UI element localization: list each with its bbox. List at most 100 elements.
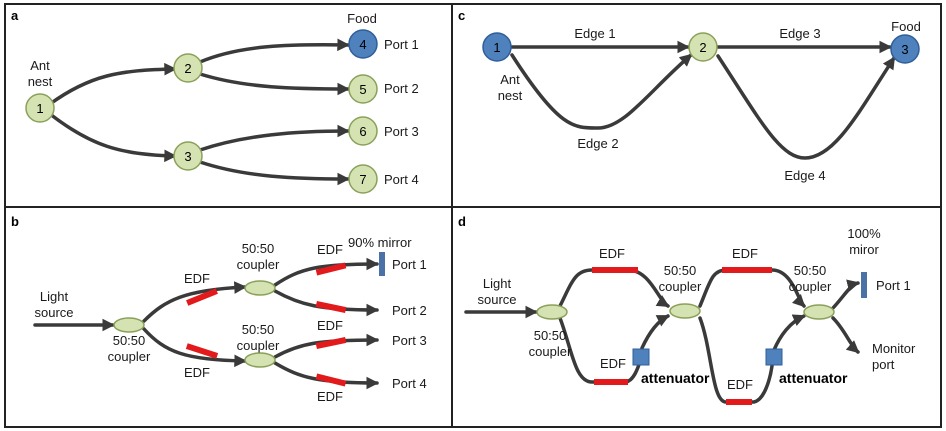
panel-label-a: a [11,8,19,23]
d-edf-lower-1-label: EDF [600,356,626,371]
b-edf-port3 [315,336,347,350]
d-edf-lower-2 [726,399,752,405]
node-5-label: 5 [359,82,366,97]
b-coupler-upper-line2: coupler [237,257,280,272]
b-coupler-lower-line1: 50:50 [242,322,275,337]
b-mirror [379,252,385,276]
port-1-label: Port 1 [384,37,419,52]
node-7-label: 7 [359,172,366,187]
b-upper-arm [142,281,247,323]
figure-frame [4,3,942,428]
edge-4-line [716,54,896,160]
b-port-1-label: Port 1 [392,257,427,272]
b-port2-arm [273,289,379,317]
panel-c-text: c 1 2 3 Food Ant nest Edge 1 Edge 2 Edge… [458,8,921,183]
b-edf-port2 [315,300,347,314]
edge-2-5 [198,72,350,96]
d-coupler-2-line1: 50:50 [664,263,697,278]
b-edf-upper [186,288,218,306]
b-edf-port23-label: EDF [317,318,343,333]
b-port-2-label: Port 2 [392,303,427,318]
c-node-2-label: 2 [699,40,706,55]
b-port4-arm [273,361,379,390]
c-ant-nest-line2: nest [498,88,523,103]
d-lower-path-1 [558,316,644,384]
d-light-source-line2: source [477,292,516,307]
node-3-label: 3 [184,149,191,164]
d-coupler-3-line1: 50:50 [794,263,827,278]
d-edf-upper-1 [592,267,638,273]
panel-a-nodes [25,29,378,194]
b-port3-arm [273,333,379,359]
edge-2-label: Edge 2 [577,136,618,151]
d-coupler-2 [669,303,701,319]
panel-c-nodes [482,32,920,64]
d-port-1-label: Port 1 [876,278,911,293]
b-port-3-label: Port 3 [392,333,427,348]
b-coupler-main-line1: 50:50 [113,333,146,348]
panel-a [48,38,350,186]
node-6-label: 6 [359,124,366,139]
d-coupler-1-line1: 50:50 [534,328,567,343]
d-coupler-3-line2: coupler [789,279,832,294]
d-attenuator-2 [765,348,783,366]
d-lower-path-2 [698,316,774,404]
b-port-4-label: Port 4 [392,376,427,391]
b-edf-lower [185,343,219,359]
port-3-label: Port 3 [384,124,419,139]
b-coupler-upper [244,280,276,296]
b-coupler-upper-line1: 50:50 [242,241,275,256]
panel-label-c: c [458,8,465,23]
edge-1-label: Edge 1 [574,26,615,41]
b-coupler-lower [244,352,276,368]
d-port1-arm [831,279,860,310]
d-upper-path-1 [558,268,670,308]
d-edf-lower-1 [594,379,628,385]
b-mirror-label: 90% mirror [348,235,412,250]
b-edf-lower-label: EDF [184,365,210,380]
b-coupler-main [113,317,145,333]
c-node-3-label: 3 [901,42,908,57]
d-coupler-2-line2: coupler [659,279,702,294]
c-node-2 [688,32,718,62]
d-lower-path-2b [772,314,806,352]
d-mirror [861,272,867,298]
d-coupler-1-line2: coupler [529,344,572,359]
b-edf-port4 [315,373,347,387]
edge-1-2 [48,62,177,106]
edge-2-4 [198,38,350,64]
panel-b-text: b Light source 50:50 coupler 50:50 coupl… [11,214,427,404]
c-food-label: Food [891,19,921,34]
c-node-1 [482,32,512,62]
port-2-label: Port 2 [384,81,419,96]
food-label: Food [347,11,377,26]
b-coupler-lower-line2: coupler [237,338,280,353]
node-1 [25,93,55,123]
node-6 [348,116,378,146]
b-lower-arm [142,327,247,368]
b-light-source-line1: Light [40,289,69,304]
ant-nest-label-line2: nest [28,74,53,89]
b-edf-port1-label: EDF [317,242,343,257]
d-lower-path-1b [640,314,670,350]
ant-nest-label-line1: Ant [30,58,50,73]
b-edf-port1 [315,262,347,276]
b-coupler-main-line2: coupler [108,349,151,364]
node-4-food [348,29,378,59]
b-edf-port4-label: EDF [317,389,343,404]
panel-a-text: a 1 2 3 4 5 6 7 Ant nest Food Port 1 Por… [11,8,419,187]
edge-1-3 [48,112,177,163]
d-edf-lower-2-label: EDF [727,377,753,392]
d-edf-upper-2-label: EDF [732,246,758,261]
d-coupler-1 [536,304,568,320]
b-edf-upper-label: EDF [184,271,210,286]
node-2-label: 2 [184,61,191,76]
d-attenuator-1-label: attenuator [641,370,710,386]
node-5 [348,74,378,104]
d-mirror-line2: miror [849,242,879,257]
panel-d-components [536,267,867,405]
b-port1-arm [273,257,379,287]
node-3 [173,141,203,171]
